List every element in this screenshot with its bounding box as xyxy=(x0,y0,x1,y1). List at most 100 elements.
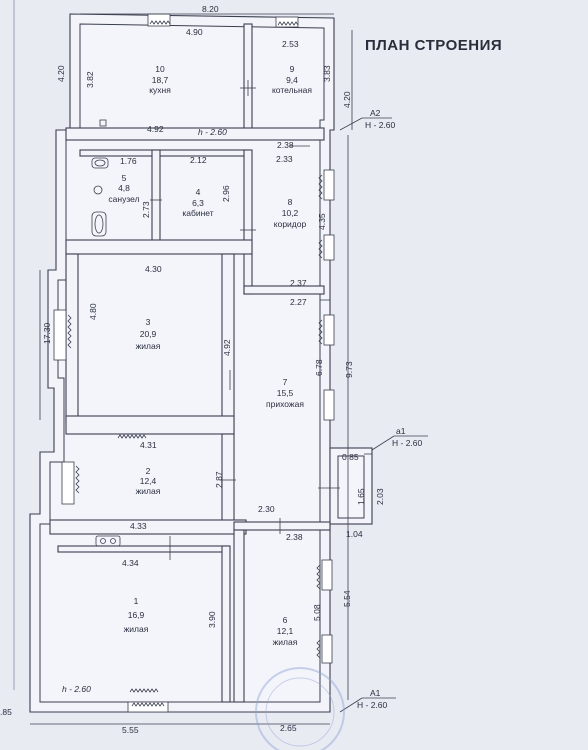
svg-text:6.78: 6.78 xyxy=(314,359,324,376)
svg-text:7: 7 xyxy=(283,377,288,387)
svg-text:2.37: 2.37 xyxy=(290,278,307,288)
svg-text:1: 1 xyxy=(134,596,139,606)
svg-text:9: 9 xyxy=(290,64,295,74)
svg-text:4.92: 4.92 xyxy=(147,124,164,134)
svg-text:1.65: 1.65 xyxy=(356,488,366,505)
svg-text:1.76: 1.76 xyxy=(120,156,137,166)
svg-text:H - 2.60: H - 2.60 xyxy=(357,700,388,710)
svg-text:4.33: 4.33 xyxy=(130,521,147,531)
svg-text:санузел: санузел xyxy=(108,194,139,204)
windows xyxy=(53,13,335,713)
room-3-label: 3 20,9 жилая xyxy=(136,317,161,351)
svg-text:5.54: 5.54 xyxy=(342,590,352,607)
room-2-label: 2 12,4 жилая xyxy=(136,466,161,496)
svg-text:h - 2.60: h - 2.60 xyxy=(198,127,227,137)
svg-text:h - 2.60: h - 2.60 xyxy=(62,684,91,694)
room-1-label: 1 16,9 жилая xyxy=(124,596,149,634)
room-4-label: 4 6,3 кабинет xyxy=(182,187,213,218)
svg-text:2.12: 2.12 xyxy=(190,155,207,165)
svg-text:прихожая: прихожая xyxy=(266,399,304,409)
svg-text:2.38: 2.38 xyxy=(286,532,303,542)
room-9-label: 9 9,4 котельная xyxy=(272,64,312,95)
dimension-lines xyxy=(30,13,372,725)
svg-text:16,9: 16,9 xyxy=(128,610,145,620)
svg-text:2.03: 2.03 xyxy=(375,488,385,505)
interior-walls xyxy=(49,23,331,703)
svg-text:4.90: 4.90 xyxy=(186,27,203,37)
room-8-label: 8 10,2 коридор xyxy=(274,197,307,229)
svg-text:12,1: 12,1 xyxy=(277,626,294,636)
svg-text:2.27: 2.27 xyxy=(290,297,307,307)
bathroom-fixtures xyxy=(91,157,121,547)
svg-text:3.82: 3.82 xyxy=(85,71,95,88)
svg-text:8: 8 xyxy=(288,197,293,207)
svg-text:жилая: жилая xyxy=(124,624,149,634)
svg-text:2.65: 2.65 xyxy=(280,723,297,733)
doors xyxy=(99,80,340,560)
svg-text:5: 5 xyxy=(122,173,127,183)
svg-text:6: 6 xyxy=(283,615,288,625)
svg-text:6,3: 6,3 xyxy=(192,198,204,208)
svg-text:A2: A2 xyxy=(370,108,381,118)
svg-text:15,5: 15,5 xyxy=(277,388,294,398)
svg-text:A1: A1 xyxy=(370,688,381,698)
svg-text:кухня: кухня xyxy=(149,85,171,95)
svg-text:кабинет: кабинет xyxy=(182,208,213,218)
svg-text:17.30: 17.30 xyxy=(42,322,52,344)
svg-text:10,2: 10,2 xyxy=(282,208,299,218)
svg-text:H - 2.60: H - 2.60 xyxy=(392,438,423,448)
svg-text:жилая: жилая xyxy=(136,486,161,496)
svg-text:2.38: 2.38 xyxy=(277,140,294,150)
svg-text:4.92: 4.92 xyxy=(222,339,232,356)
svg-text:a1: a1 xyxy=(396,426,406,436)
svg-text:2.87: 2.87 xyxy=(214,471,224,488)
svg-text:20,9: 20,9 xyxy=(140,329,157,339)
height-mark-a1: A1 H - 2.60 xyxy=(339,688,396,713)
svg-text:.85: .85 xyxy=(0,707,12,717)
svg-text:9,4: 9,4 xyxy=(286,75,298,85)
svg-text:4: 4 xyxy=(196,187,201,197)
svg-text:12,4: 12,4 xyxy=(140,476,157,486)
dimension-labels: 8.20 4.90 2.53 4.92 h - 2.60 2.38 2.33 1… xyxy=(0,4,385,735)
svg-text:5.55: 5.55 xyxy=(122,725,139,735)
svg-text:9.73: 9.73 xyxy=(344,361,354,378)
room-10-label: 10 18,7 кухня xyxy=(149,64,171,95)
room-5-label: 5 4,8 санузел xyxy=(108,173,139,204)
svg-text:H - 2.60: H - 2.60 xyxy=(365,120,396,130)
svg-text:0.85: 0.85 xyxy=(342,452,359,462)
svg-text:2.30: 2.30 xyxy=(258,504,275,514)
svg-text:18,7: 18,7 xyxy=(152,75,169,85)
svg-text:2.96: 2.96 xyxy=(221,185,231,202)
svg-text:4.31: 4.31 xyxy=(140,440,157,450)
svg-text:котельная: котельная xyxy=(272,85,312,95)
svg-text:4.20: 4.20 xyxy=(56,65,66,82)
svg-text:1.04: 1.04 xyxy=(346,529,363,539)
svg-text:4.20: 4.20 xyxy=(342,91,352,108)
stamp-seal xyxy=(255,667,345,750)
svg-text:4.35: 4.35 xyxy=(317,213,327,230)
svg-text:3.83: 3.83 xyxy=(322,65,332,82)
svg-text:10: 10 xyxy=(155,64,165,74)
svg-text:2.73: 2.73 xyxy=(141,201,151,218)
svg-text:жилая: жилая xyxy=(273,637,298,647)
svg-text:4,8: 4,8 xyxy=(118,183,130,193)
svg-text:жилая: жилая xyxy=(136,341,161,351)
svg-text:5.08: 5.08 xyxy=(312,604,322,621)
svg-text:4.30: 4.30 xyxy=(145,264,162,274)
room-6-label: 6 12,1 жилая xyxy=(273,615,298,647)
room-7-label: 7 15,5 прихожая xyxy=(266,377,304,409)
svg-text:3.90: 3.90 xyxy=(207,611,217,628)
height-mark-a2: A2 H - 2.60 xyxy=(339,108,396,131)
svg-text:8.20: 8.20 xyxy=(202,4,219,14)
radiators xyxy=(67,174,323,659)
svg-text:2: 2 xyxy=(146,466,151,476)
svg-text:2.33: 2.33 xyxy=(276,154,293,164)
height-mark-a1-porch: a1 H - 2.60 xyxy=(371,426,428,451)
svg-text:2.53: 2.53 xyxy=(282,39,299,49)
svg-text:4.80: 4.80 xyxy=(88,303,98,320)
svg-text:коридор: коридор xyxy=(274,219,307,229)
svg-text:3: 3 xyxy=(146,317,151,327)
svg-text:4.34: 4.34 xyxy=(122,558,139,568)
plan-title: ПЛАН СТРОЕНИЯ xyxy=(365,37,502,54)
